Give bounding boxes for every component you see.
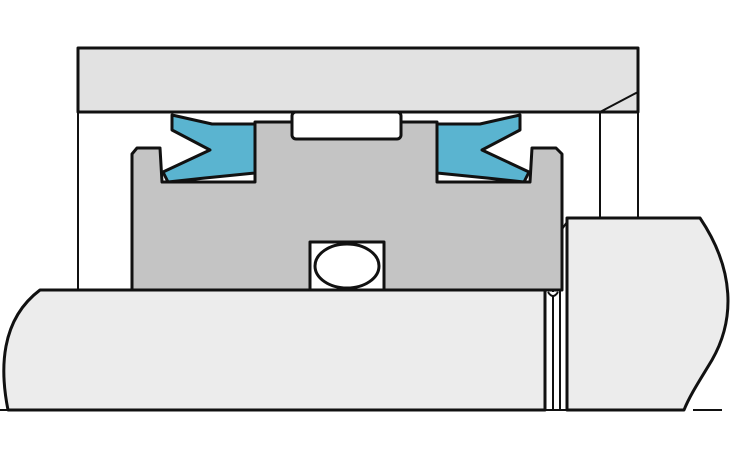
rod-end-block	[565, 216, 730, 412]
right-u-cup-seal	[435, 113, 531, 184]
left-u-cup-seal	[161, 113, 257, 184]
o-ring	[313, 242, 381, 290]
cylinder-housing	[76, 46, 640, 290]
piston-wear-ring-slot	[290, 110, 403, 141]
housing-bevel-line	[599, 91, 639, 113]
piston-rod	[2, 288, 547, 412]
piston-body	[130, 120, 564, 292]
housing-top-wall	[76, 46, 640, 114]
rod-fillet	[547, 291, 559, 297]
